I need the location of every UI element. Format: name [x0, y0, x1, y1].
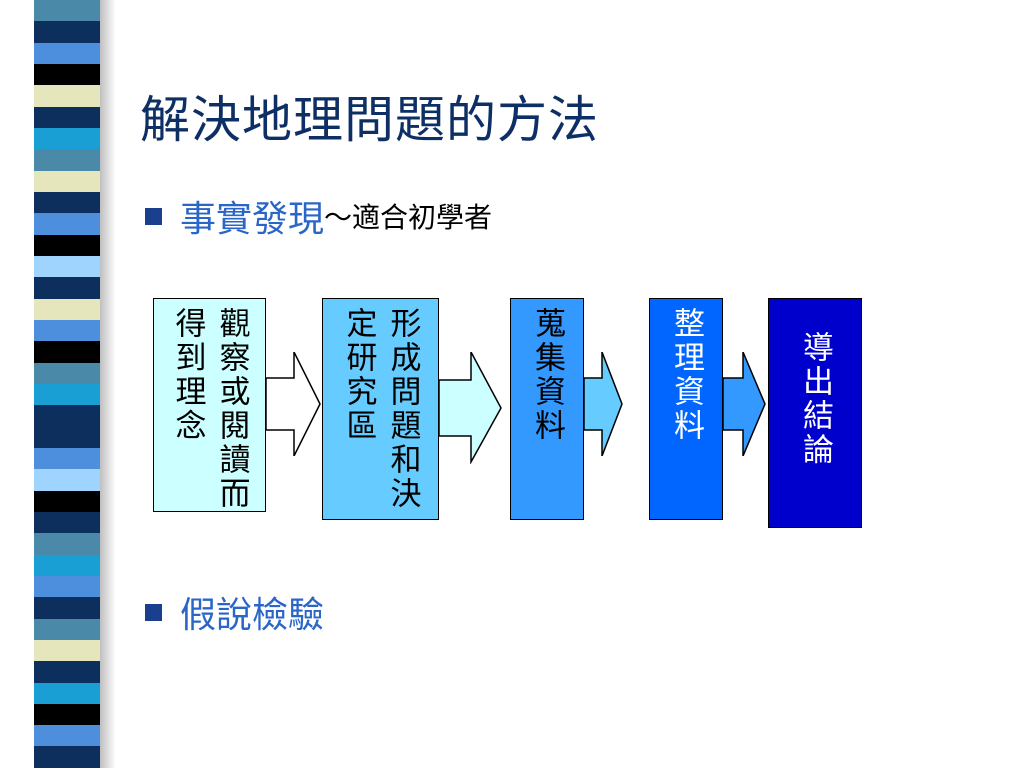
stripe-segment: [34, 362, 100, 384]
stripe-segment: [34, 405, 100, 427]
stripe-segment: [34, 682, 100, 704]
bullet-sub-text: ～適合初學者: [324, 201, 493, 234]
flow-step-text: 導出結論: [797, 331, 833, 467]
stripe-segment: [34, 383, 100, 406]
page-title: 解決地理問題的方法: [140, 91, 599, 149]
flow-arrow-icon: [439, 352, 503, 464]
stripe-segment: [34, 533, 100, 555]
stripe-segment: [34, 319, 100, 342]
stripe-segment: [34, 191, 100, 214]
stripe-segment: [34, 597, 100, 619]
stripe-segment: [34, 0, 100, 22]
stripe-segment: [34, 170, 100, 192]
stripe-segment: [34, 213, 100, 235]
stripe-segment: [34, 426, 100, 448]
stripe-shadow: [100, 0, 116, 768]
stripe-segment: [34, 554, 100, 576]
stripe-segment: [34, 490, 100, 512]
flow-step-text: 觀察或閱讀而得到理念: [169, 307, 250, 511]
flow-step-text: 蒐集資料: [529, 307, 565, 443]
flow-step-organize-data: 整理資料: [649, 298, 723, 520]
bullet-fact-finding: 事實發現 ～適合初學者: [145, 190, 492, 242]
stripe-segment: [34, 703, 100, 726]
stripe-segment: [34, 447, 100, 470]
flow-step-collect-data: 蒐集資料: [510, 298, 584, 520]
flow-step-conclusion: 導出結論: [768, 298, 862, 528]
stripe-segment: [34, 255, 100, 278]
stripe-segment: [34, 746, 100, 768]
stripe-segment: [34, 575, 100, 598]
bullet-main-text: 事實發現: [180, 199, 325, 240]
stripe-segment: [34, 618, 100, 640]
flow-step-observe: 觀察或閱讀而得到理念: [153, 298, 266, 512]
stripe-segment: [34, 63, 100, 86]
flow-step-text: 形成問題和決定研究區: [340, 307, 421, 511]
stripe-segment: [34, 511, 100, 534]
flow-arrow-icon: [266, 352, 322, 456]
flow-arrow-icon: [584, 352, 624, 456]
decorative-stripe-bar: [34, 0, 100, 768]
stripe-segment: [34, 42, 100, 64]
stripe-segment: [34, 127, 100, 150]
bullet-hypothesis-testing: 假說檢驗: [145, 586, 324, 638]
stripe-segment: [34, 277, 100, 299]
stripe-segment: [34, 106, 100, 128]
stripe-segment: [34, 21, 100, 43]
stripe-segment: [34, 469, 100, 491]
stripe-segment: [34, 85, 100, 107]
stripe-segment: [34, 661, 100, 683]
bullet-square-icon: [145, 207, 162, 225]
stripe-segment: [34, 298, 100, 320]
flow-step-text: 整理資料: [668, 307, 704, 443]
stripe-segment: [34, 234, 100, 256]
bullet-square-icon: [145, 603, 162, 621]
flow-step-form-question: 形成問題和決定研究區: [322, 298, 439, 520]
stripe-segment: [34, 639, 100, 662]
bullet-main-text: 假說檢驗: [180, 595, 325, 636]
flow-arrow-icon: [723, 352, 767, 456]
stripe-segment: [34, 725, 100, 747]
stripe-segment: [34, 341, 100, 363]
stripe-segment: [34, 149, 100, 171]
